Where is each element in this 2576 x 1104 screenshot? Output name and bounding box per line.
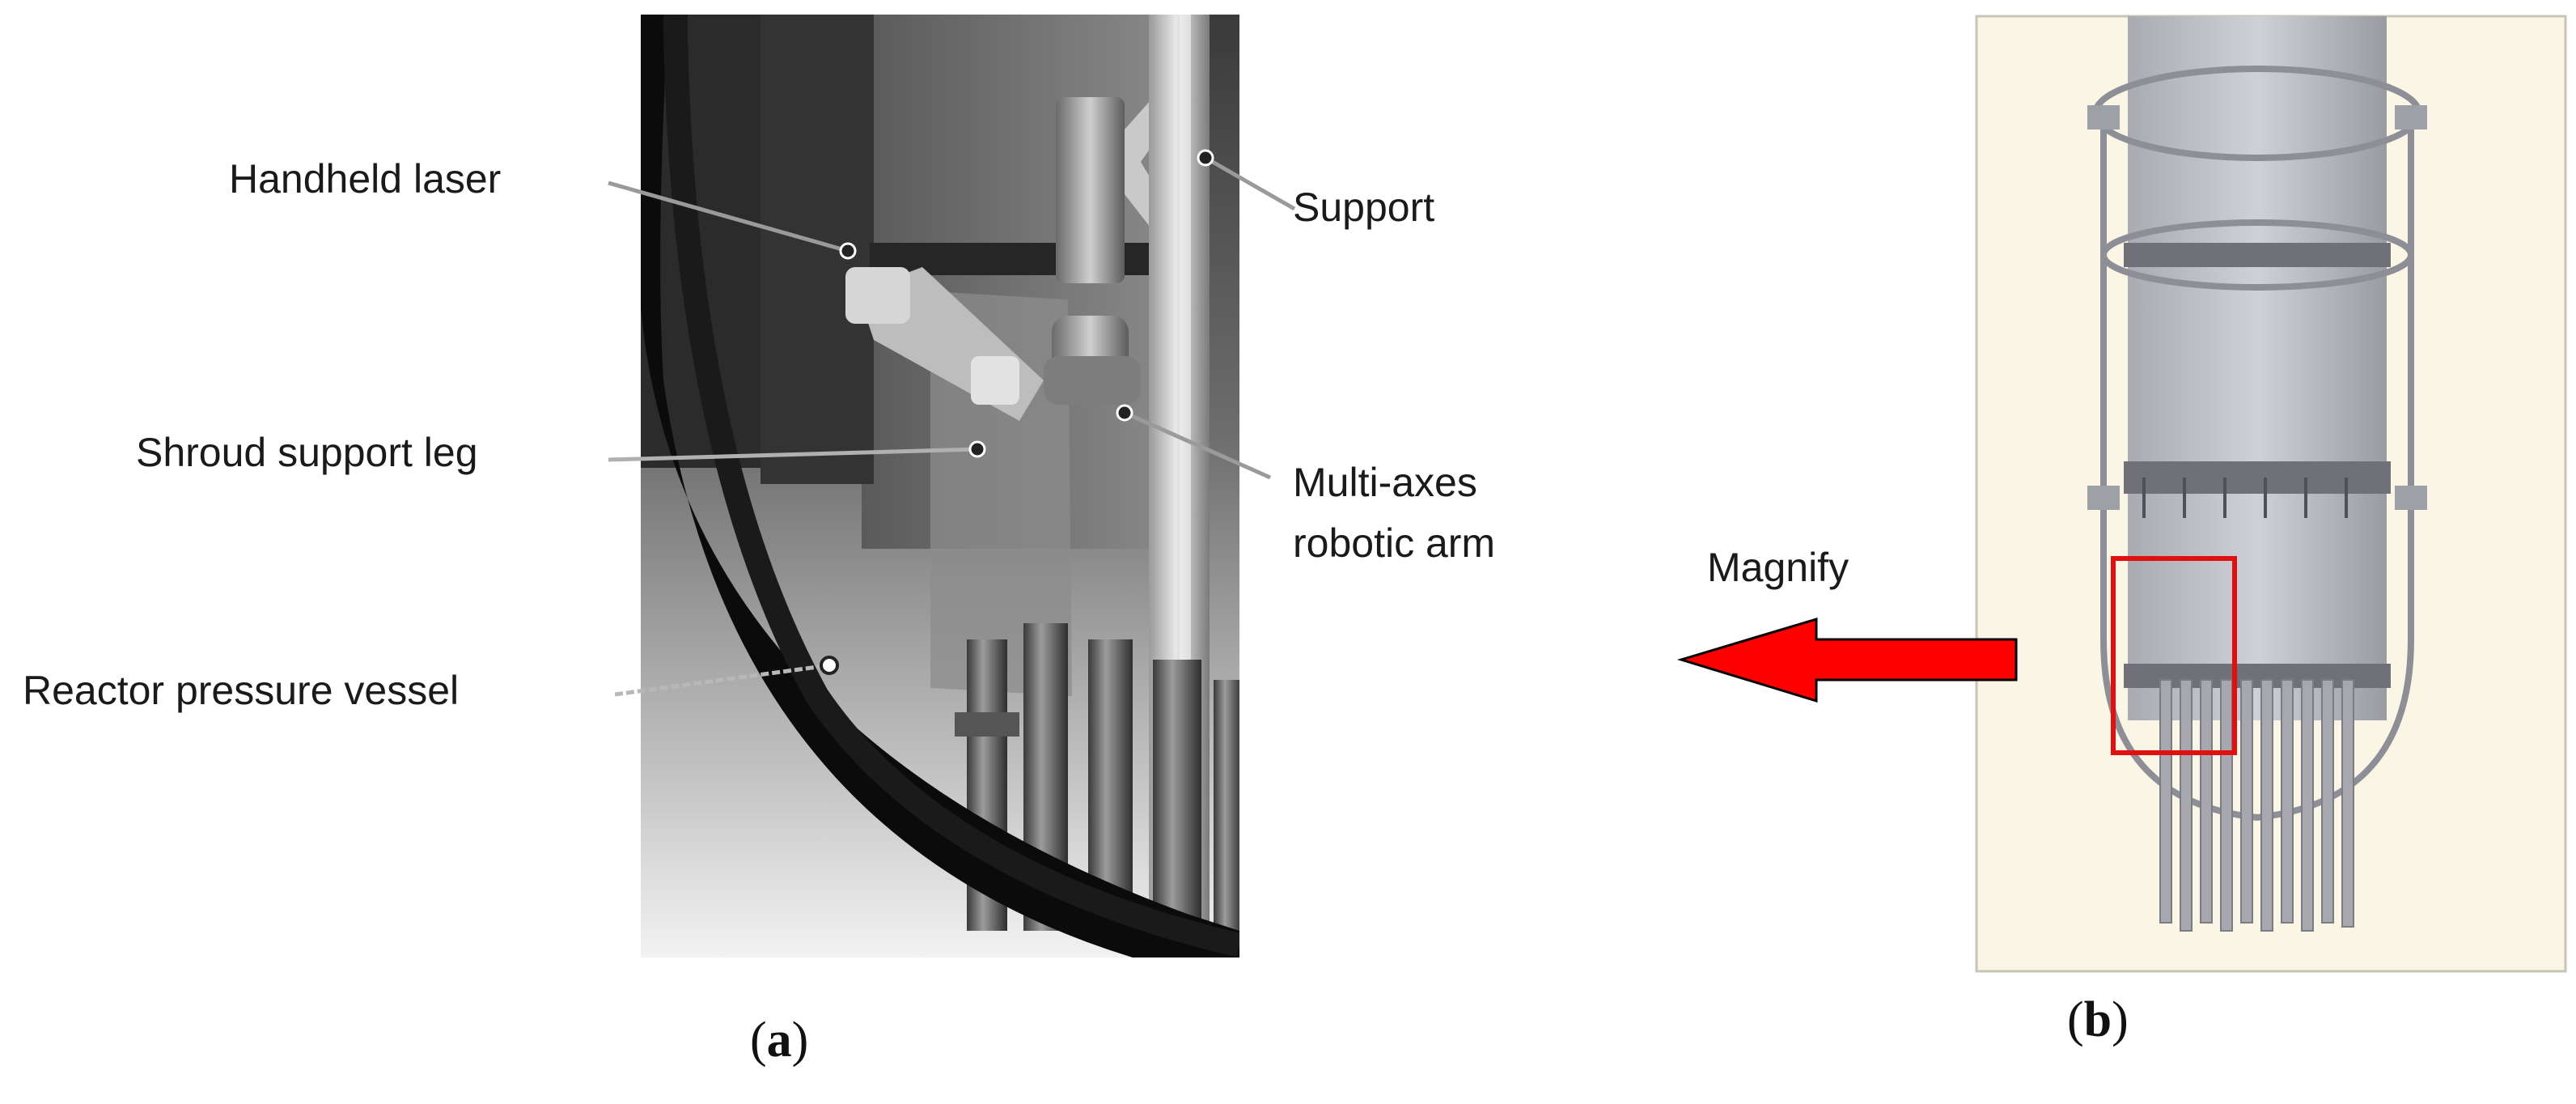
panel-label-a-close: )	[791, 1013, 809, 1068]
callout-leaders	[608, 149, 1296, 697]
panel-label-b: (b)	[2067, 991, 2129, 1049]
panel-a-illustration	[641, 15, 1239, 958]
label-multi-axes-line1: Multi-axes	[1293, 460, 1477, 505]
label-handheld-laser: Handheld laser	[229, 156, 502, 202]
magnify-arrow	[1676, 617, 2018, 703]
label-shroud-support-leg: Shroud support leg	[136, 430, 478, 475]
leader-robotic-arm	[1123, 410, 1272, 480]
leader-support	[1204, 155, 1296, 211]
panel-label-b-close: )	[2112, 992, 2129, 1047]
label-multi-axes-line2: robotic arm	[1293, 520, 1496, 566]
panel-label-b-open: (	[2067, 992, 2084, 1047]
panel-label-a-open: (	[750, 1013, 767, 1068]
robotic-arm-shape	[845, 97, 1141, 421]
panel-b-illustration	[1975, 15, 2567, 973]
magnify-region-frame	[2111, 556, 2237, 755]
nozzle-group	[955, 623, 1239, 935]
label-support: Support	[1293, 185, 1435, 230]
leader-shroud-support-leg	[608, 447, 978, 462]
leader-handheld-laser	[608, 180, 849, 253]
panel-label-b-letter: b	[2083, 992, 2112, 1047]
label-reactor-pressure-vessel: Reactor pressure vessel	[23, 668, 460, 713]
label-magnify: Magnify	[1707, 545, 1849, 590]
panel-label-a-letter: a	[766, 1013, 792, 1068]
panel-label-a: (a)	[750, 1012, 808, 1069]
leader-reactor-vessel	[614, 663, 830, 697]
